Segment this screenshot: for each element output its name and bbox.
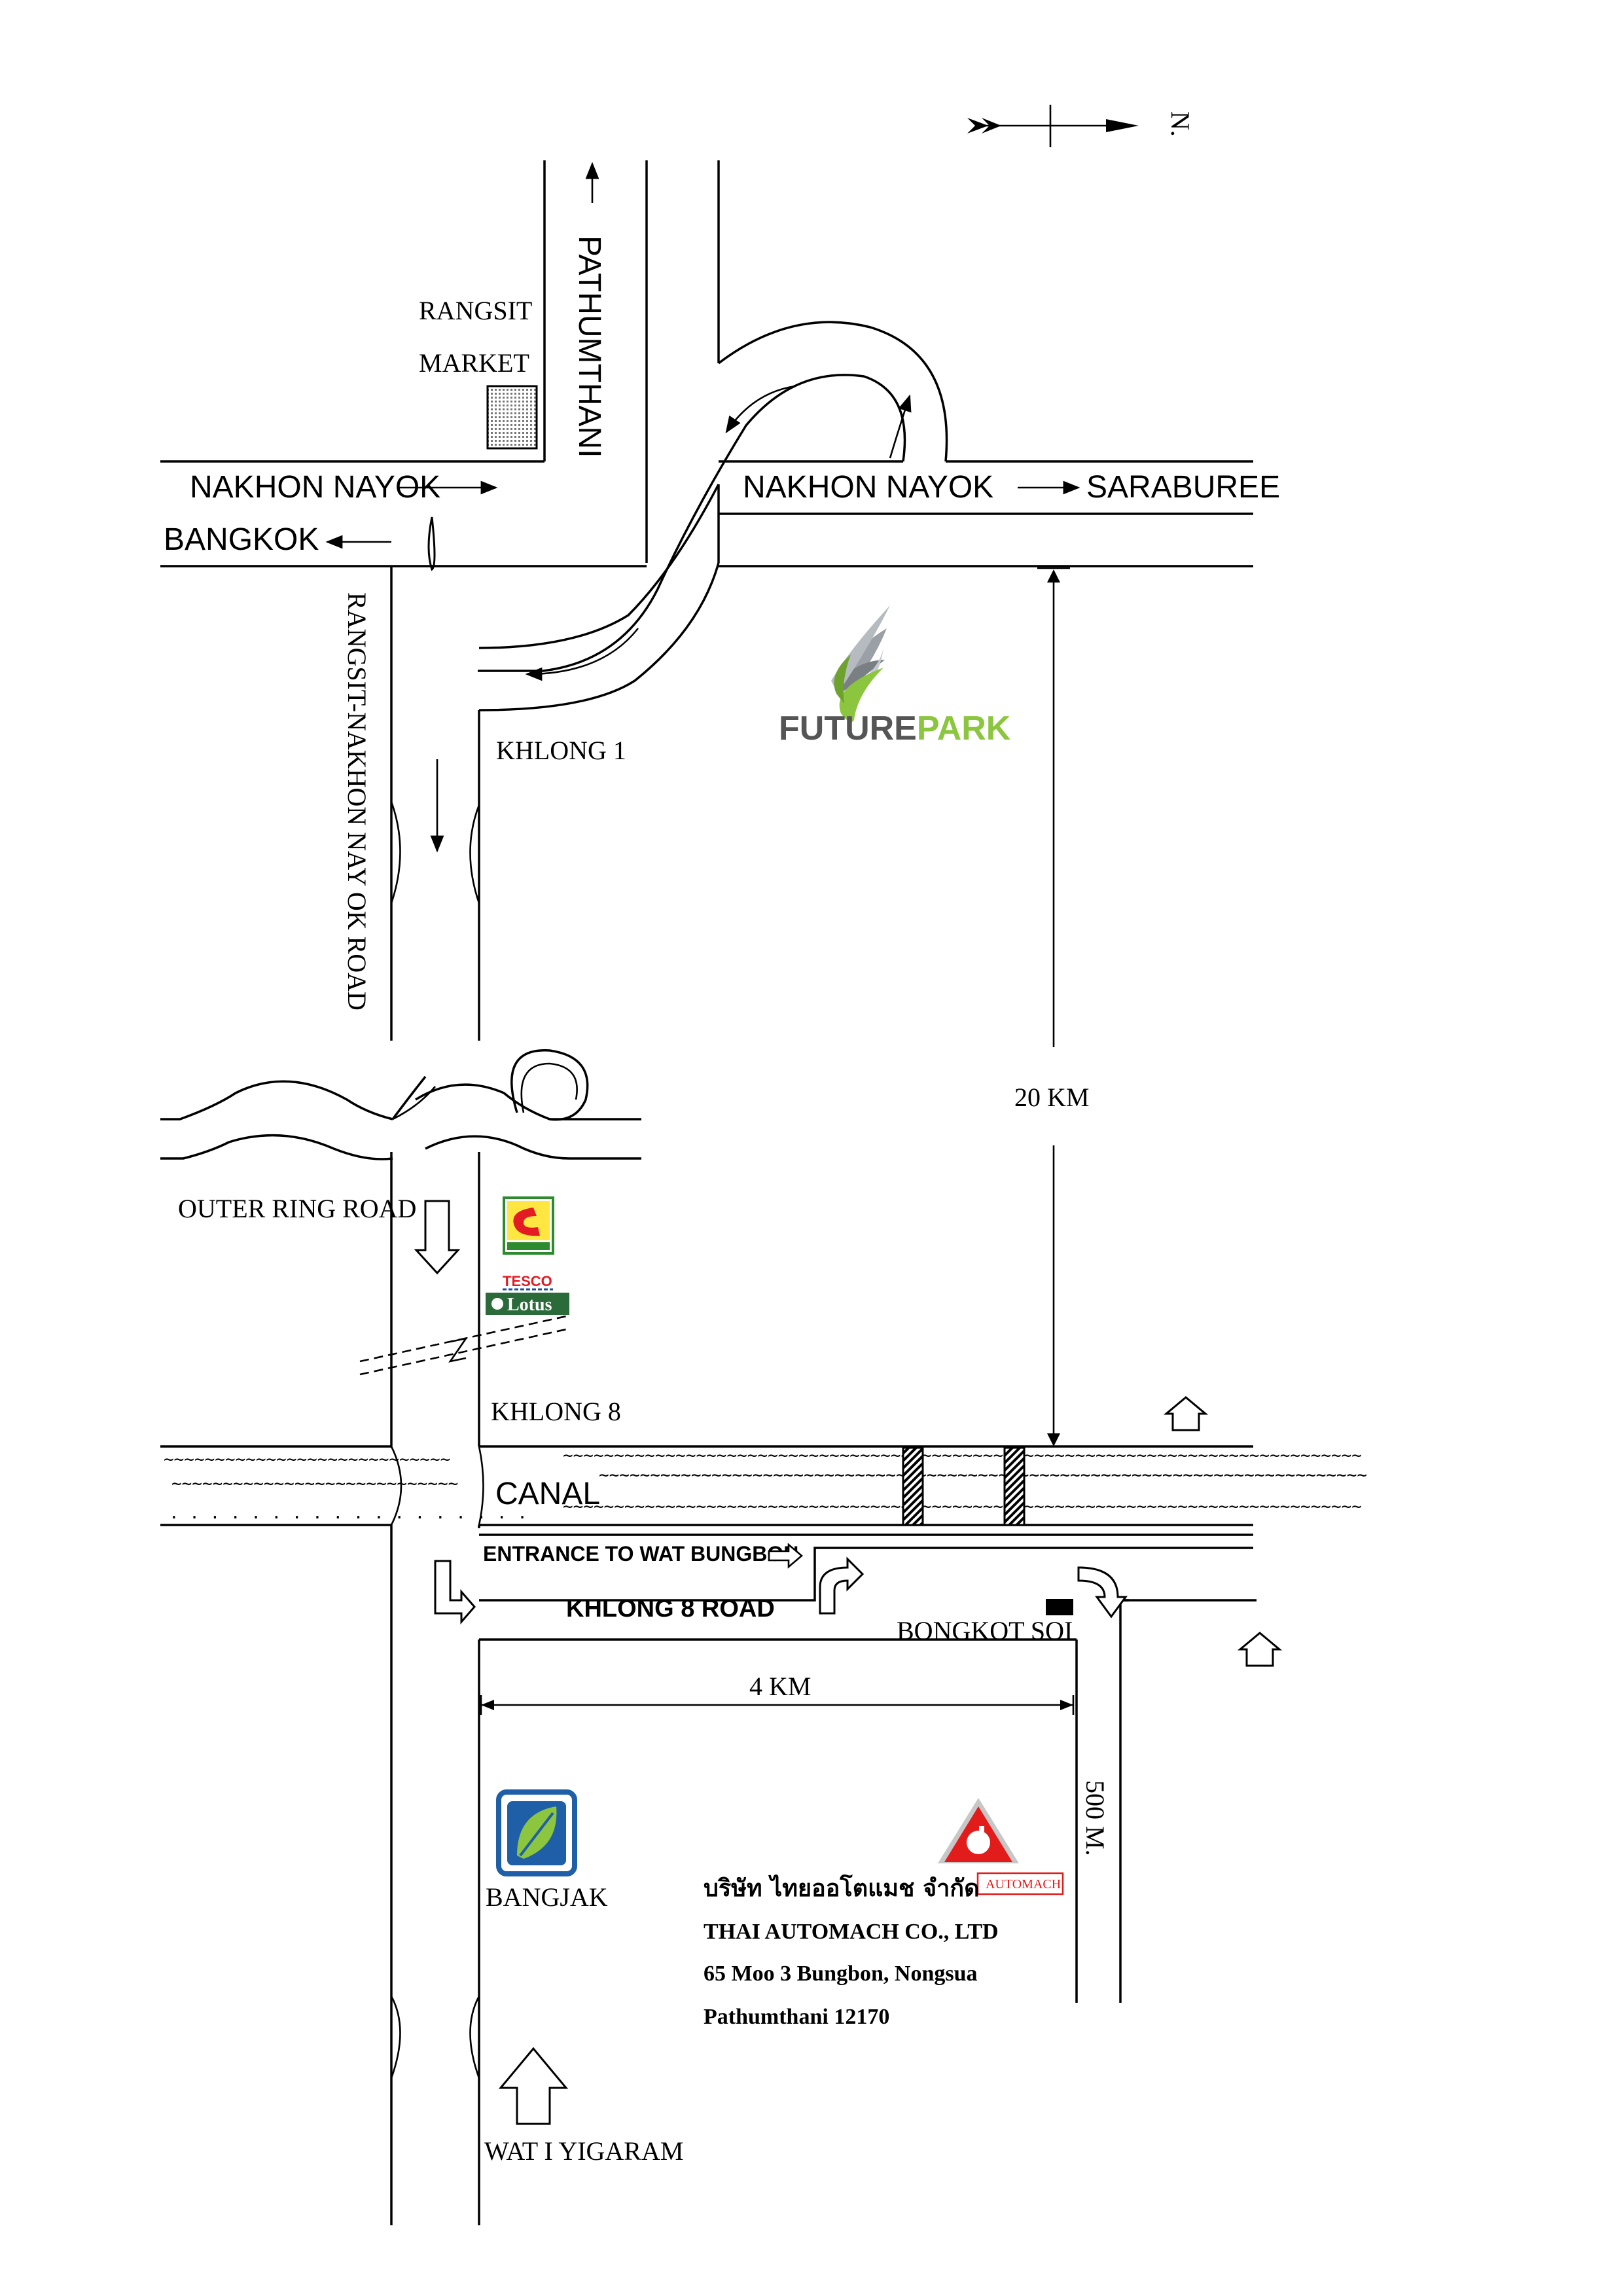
rangsit-nakhon-nayok-road-label: RANGSIT-NAKHON NAY OK ROAD (342, 592, 372, 1011)
outer-ring-road (160, 1049, 641, 1160)
future-park-name: FUTUREPARK (779, 709, 1011, 747)
north-hollow-arrow-2 (1237, 1632, 1283, 1667)
turn-right-hollow-arrow (434, 1560, 476, 1625)
khlong8-road-label: KHLONG 8 ROAD (566, 1595, 775, 1623)
pathumthani-label: PATHUMTHANI (572, 236, 607, 458)
future-park-text-2: PARK (917, 709, 1011, 747)
future-park-text-1: FUTURE (779, 709, 917, 747)
tesco-text: TESCO (503, 1273, 552, 1289)
khlong8-label: KHLONG 8 (491, 1397, 621, 1426)
distance-20km (1034, 567, 1080, 1448)
bangkok-label: BANGKOK (164, 522, 319, 557)
svg-text:~~~~~~~~~~~~~~~~~~~~~~~~~~~~: ~~~~~~~~~~~~~~~~~~~~~~~~~~~~ (164, 1450, 450, 1469)
u-turn-hollow-arrow (819, 1556, 865, 1615)
distance-4km-label: 4 KM (749, 1672, 811, 1701)
wat-yigaram-label: WAT I YIGARAM (484, 2136, 683, 2166)
turn-down-hollow-arrow (1077, 1566, 1128, 1619)
rangsit-market-marker (486, 385, 538, 450)
svg-text:~~~~~~~~~~~~~~~~~~~~~~~~~~~~~~: ~~~~~~~~~~~~~~~~~~~~~~~~~~~~~~~~~~~~~~~~… (563, 1446, 1362, 1465)
north-label: N. (1166, 111, 1195, 137)
khlong8-road (479, 1547, 1257, 2003)
automach-logo-text: AUTOMACH (986, 1877, 1061, 1892)
nakhon-nayok-right-label: NAKHON NAYOK (743, 470, 993, 505)
canal-label: CANAL (495, 1477, 600, 1511)
rangsit-market-label-line2: MARKET (419, 348, 529, 378)
company-name: THAI AUTOMACH CO., LTD (704, 1920, 999, 1944)
future-park-logo-icon (831, 605, 890, 723)
north-arrow-icon (967, 105, 1139, 147)
lotus-text: Lotus (507, 1295, 552, 1315)
north-hollow-arrow-1 (1163, 1396, 1209, 1431)
outer-ring-road-label: OUTER RING ROAD (178, 1194, 416, 1223)
nakhon-nayok-left-label: NAKHON NAYOK (190, 470, 440, 505)
company-address-2: Pathumthani 12170 (704, 2005, 889, 2029)
company-address-1: 65 Moo 3 Bungbon, Nongsua (704, 1962, 978, 1986)
bongkot-soi-marker (1046, 1599, 1073, 1615)
bangchak-logo-icon (496, 1789, 577, 1876)
loop-arrow-3 (525, 628, 639, 681)
nakhon-nayok-road (160, 460, 1253, 567)
svg-text:~~~~~~~~~~~~~~~~~~~~~~~~~~~~~~: ~~~~~~~~~~~~~~~~~~~~~~~~~~~~~~~~~~~~~~~~… (599, 1465, 1367, 1485)
entrance-arrow (768, 1543, 804, 1569)
entrance-label: ENTRANCE TO WAT BUNGBON (483, 1542, 798, 1566)
distance-20km-label: 20 KM (1014, 1083, 1089, 1112)
big-c-logo-icon (503, 1196, 554, 1255)
canal: ~~~~~~~~~~~~~~~~~~~~~~~~~~~~ ~~~~~~~~~~~… (160, 1445, 1367, 1526)
svg-text:~~~~~~~~~~~~~~~~~~~~~~~~~~~~: ~~~~~~~~~~~~~~~~~~~~~~~~~~~~ (171, 1474, 458, 1494)
bongkot-soi-label: BONGKOT SOI (897, 1616, 1073, 1645)
median-island (427, 516, 436, 571)
loop-arrow-2 (889, 394, 912, 459)
tesco-lotus-logo-icon: TESCO Lotus (486, 1273, 569, 1315)
khlong1-label: KHLONG 1 (496, 736, 626, 765)
bridge-1 (902, 1446, 924, 1526)
loop-arrow-1 (725, 385, 796, 434)
saraburee-label: SARABUREE (1086, 470, 1280, 505)
bangjak-label: BANGJAK (486, 1882, 608, 1912)
wat-yigaram-hollow-arrow (498, 2047, 569, 2125)
company-thai-name: บริษัท ไทยออโตแมช จำกัด (704, 1874, 979, 1902)
svg-text:~~~~~~~~~~~~~~~~~~~~~~~~~~~~~~: ~~~~~~~~~~~~~~~~~~~~~~~~~~~~~~~~~~~~~~~~… (563, 1497, 1362, 1516)
pathumthani-road (543, 160, 720, 563)
road-break-symbol (359, 1314, 570, 1376)
southbound-hollow-arrow (414, 1200, 461, 1275)
svg-text:. . . . . . . . . . . . . . .: . . . . . . . . . . . . . . . . . . (169, 1503, 527, 1523)
distance-500m-label: 500 M. (1080, 1780, 1110, 1856)
bridge-2 (1003, 1446, 1026, 1526)
rangsit-nakhon-nayok-road (390, 566, 480, 2225)
rangsit-market-label-line1: RANGSIT (419, 296, 532, 325)
distance-4km (480, 1695, 1075, 1715)
automach-logo-icon: AUTOMACH (938, 1798, 1064, 1895)
u-turn-loop (478, 321, 948, 711)
